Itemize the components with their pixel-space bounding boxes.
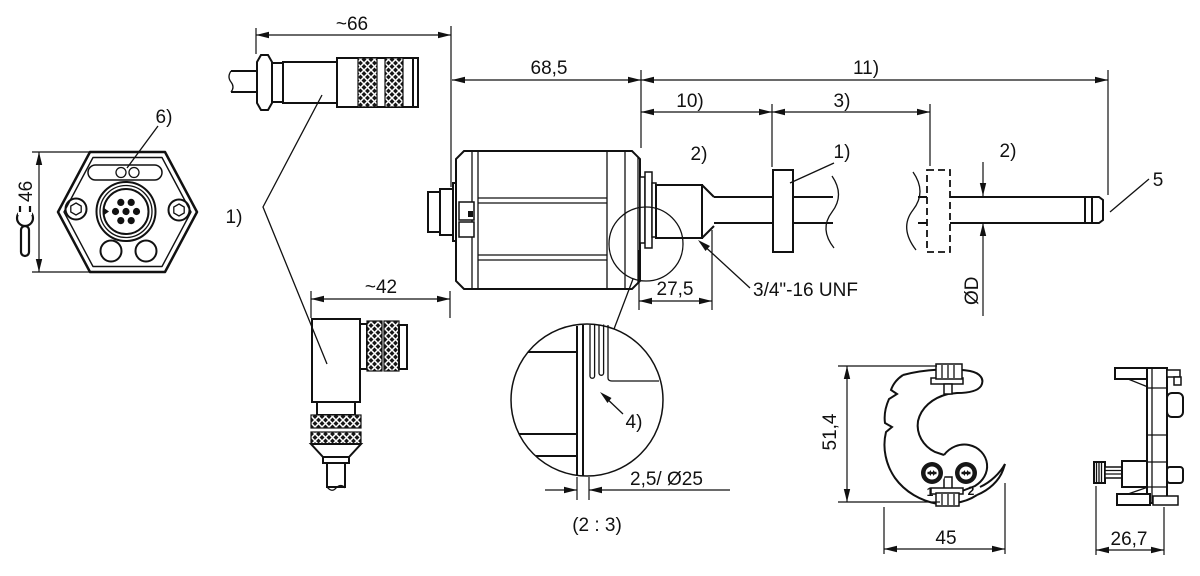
dim-angled-connector-length: ~42 [310, 277, 451, 318]
dim-clamp-depth: 26,7 [1095, 486, 1165, 555]
clamp-screw-1 [919, 460, 945, 486]
led-indicator [128, 166, 140, 179]
thread-spec-label: 3/4"-16 UNF [753, 280, 858, 301]
led-window-slot [87, 164, 163, 181]
knurl-band [366, 320, 383, 372]
position-magnet-alt [926, 169, 951, 253]
ref-label-2-left: 2) [691, 144, 708, 165]
wrench-icon [15, 205, 35, 258]
connector-pins [111, 198, 141, 225]
plug-step [439, 188, 454, 236]
plug-tip [427, 191, 441, 233]
mount-nut-right [167, 198, 191, 222]
straight-connector-view [228, 54, 419, 111]
led-indicator [115, 166, 127, 179]
thread-spec-callout: 3/4"-16 UNF [698, 240, 858, 301]
housing-outline [455, 150, 641, 290]
detail-scale-label: (2 : 3) [572, 515, 622, 536]
ref-label-6: 6) [156, 107, 173, 128]
dim-label-total: 11) [853, 58, 879, 79]
dim-label-66: ~66 [336, 14, 368, 35]
mount-nut-left [64, 197, 88, 221]
detail-source-circle [608, 206, 684, 282]
hex-flange-inner [63, 156, 192, 268]
dim-body-and-total: 68,5 11) [452, 58, 1109, 195]
clamp-screw-2 [953, 460, 979, 486]
ref-label-5: 5 [1153, 170, 1164, 191]
dim-clamp-width: 45 [883, 483, 1006, 554]
dim-label-rod-diameter: ØD [962, 277, 983, 306]
rod-view: 5 1) 2) 2) [691, 141, 1164, 253]
detail-circle [510, 323, 664, 477]
rod-break-line [825, 175, 840, 249]
rod-end-tip [1091, 196, 1104, 224]
dim-label-body-length: 68,5 [531, 58, 568, 79]
angled-connector-view [308, 318, 408, 491]
screw-number-2: 2 [968, 484, 975, 498]
rod-break-line [906, 171, 921, 251]
ref-label-1: 1) [226, 207, 243, 228]
clamp-side-view [1093, 367, 1184, 506]
wrench-size-label: 46 [16, 181, 37, 202]
clamp-front-view: 1 2 [883, 363, 1006, 507]
dim-wrench-size: 46 [15, 151, 92, 273]
dim-label-zone: 10) [676, 91, 703, 112]
connector-keyway [104, 208, 109, 215]
ref-label-4: 4) [626, 412, 643, 433]
dim-rod-diameter: ØD [962, 162, 987, 316]
dim-label-clamp-height: 51,4 [820, 413, 841, 450]
knurl-band [310, 414, 362, 429]
flange-hole [134, 239, 158, 263]
dim-label-stroke: 3) [834, 91, 851, 112]
connector-face-outer [95, 181, 157, 242]
dim-label-thread-length: 27,5 [657, 279, 694, 300]
dim-straight-connector-length: ~66 [255, 14, 452, 187]
flange-hole [99, 239, 123, 263]
sensor-body-view [427, 150, 715, 290]
dim-label-clamp-width: 45 [935, 528, 956, 549]
dim-label-detail: 2,5/ Ø25 [630, 469, 703, 490]
knurl-band [384, 57, 404, 108]
knurl-band [383, 320, 400, 372]
knurl-band [357, 57, 378, 108]
detail-view: 4) 2,5/ Ø25 (2 : 3) [510, 206, 730, 536]
dim-label-42: ~42 [365, 277, 397, 298]
flange-face-view: 6) [56, 107, 199, 274]
knurl-band [310, 431, 362, 445]
connectors-ref-leader: 1) [226, 94, 328, 365]
screw-number-1: 1 [927, 485, 934, 499]
position-magnet [772, 169, 794, 253]
ref-label-2-right: 2) [1000, 141, 1017, 162]
dim-zone-and-stroke: 10) 3) [641, 91, 931, 167]
ref-label-magnet: 1) [834, 142, 851, 163]
dim-label-clamp-depth: 26,7 [1111, 529, 1148, 550]
dim-clamp-height: 51,4 [820, 365, 940, 503]
